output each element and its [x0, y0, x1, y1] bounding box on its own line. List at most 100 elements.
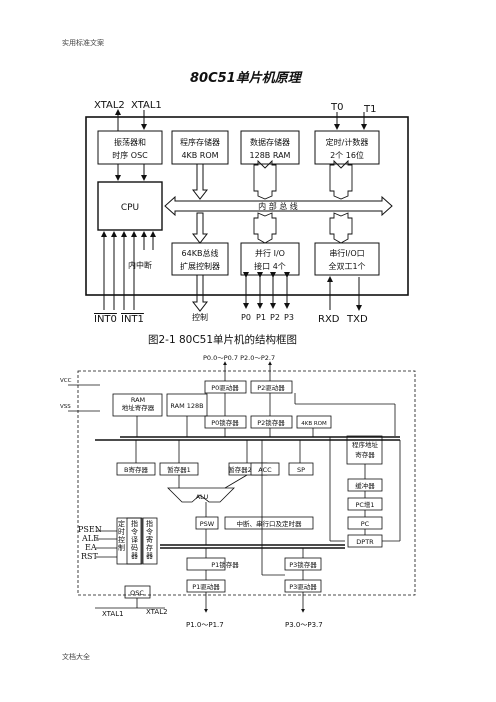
- int1-pin: INT1: [121, 314, 144, 325]
- acc-label: ACC: [258, 466, 272, 474]
- expansion-label-1: 64KB总线: [182, 248, 219, 258]
- p0-driver: [204, 380, 247, 394]
- ram-address-register: [112, 393, 163, 417]
- pio-label-1: 并行 I/O: [255, 248, 285, 258]
- psw-register: [195, 516, 219, 530]
- instruction-register-label: 指令寄存器: [146, 520, 153, 560]
- temp2-label: 暂存器2: [228, 465, 252, 474]
- p2-latch: [250, 415, 293, 429]
- p2-driver: [250, 380, 293, 394]
- pc-inc-label: PC增1: [355, 500, 374, 509]
- p0-latch: [204, 415, 247, 429]
- int0-pin: INT0: [94, 314, 117, 325]
- ram-label-1: RAM: [131, 396, 145, 404]
- p1-driver-label: P1驱动器: [192, 583, 220, 591]
- p0-label: P0: [241, 313, 251, 322]
- page-footer: 文档大全: [62, 653, 90, 661]
- instruction-register: [142, 517, 158, 565]
- prog-to-bus-arrow: [191, 163, 209, 200]
- pio-label-2: 接口 4个: [254, 261, 286, 271]
- rom-4kb: [296, 415, 332, 429]
- osc-label-2: 时序 OSC: [112, 150, 148, 160]
- ram-label-2: 地址寄存器: [122, 403, 155, 412]
- rxd-pin: RXD: [318, 314, 340, 325]
- chip-outline-dashed: [77, 370, 416, 596]
- data-mem-label-2: 128B RAM: [250, 151, 291, 160]
- serial-label-1: 串行I/O口: [329, 248, 364, 258]
- rst-pin: RST: [81, 552, 99, 561]
- oscillator-block: [97, 130, 163, 165]
- cpu-label: CPU: [121, 203, 139, 213]
- p1-label: P1: [256, 313, 266, 322]
- ea-pin: EA: [85, 543, 97, 552]
- osc-label: OSC: [130, 589, 144, 597]
- psen-pin: PSEN: [78, 525, 102, 534]
- alu-label: ALU: [196, 493, 209, 501]
- pc-address-label-1: 程序地址: [352, 440, 379, 449]
- figure-caption: 图2-1 80C51单片机的结构框图: [148, 334, 298, 346]
- dptr-label: DPTR: [356, 538, 374, 546]
- pc-address-label-2: 寄存器: [355, 450, 375, 459]
- vcc-label: VCC: [60, 378, 72, 384]
- bus-label: 内 部 总 线: [258, 201, 298, 211]
- page-title: 80C51单片机原理: [190, 71, 301, 86]
- p2-latch-label: P2锁存器: [257, 418, 285, 427]
- p3-latch-label: P3锁存器: [289, 560, 317, 569]
- internal-structure-diagram: P0.0～P0.7 P2.0～P2.7: [60, 354, 416, 629]
- alu: [167, 487, 235, 503]
- instruction-decoder-label: 指令译码器: [131, 520, 138, 560]
- vss-label: VSS: [60, 404, 71, 410]
- oscillator: [124, 585, 151, 599]
- p2-driver-label: P2驱动器: [257, 384, 285, 392]
- txd-pin: TXD: [346, 314, 368, 325]
- rom-label: 4KB ROM: [301, 421, 327, 427]
- program-address-register: [346, 435, 383, 465]
- p1-latch-label: P1锁存器: [211, 560, 239, 569]
- bus-serial-arrow: [329, 212, 353, 244]
- p2-label: P2: [270, 313, 280, 322]
- b-register-label: B寄存器: [124, 465, 148, 474]
- ale-pin: ALE: [81, 534, 99, 543]
- control-label: 控制: [192, 312, 208, 322]
- timer-label-1: 定时/计数器: [326, 137, 369, 147]
- expansion-label-2: 扩展控制器: [180, 261, 220, 271]
- interrupt-label: 内中断: [128, 260, 152, 270]
- serial-io-block: [314, 242, 380, 276]
- p3-driver-label: P3驱动器: [289, 583, 317, 591]
- osc-label-1: 振荡器和: [114, 137, 146, 147]
- internal-bus: [164, 195, 393, 217]
- data-memory-block: [240, 130, 300, 165]
- p3-range: P3.0～P3.7: [285, 621, 323, 629]
- t1-pin: T1: [363, 104, 376, 115]
- port-top-range: P0.0～P0.7 P2.0～P2.7: [203, 354, 275, 362]
- control-output-arrow: [191, 274, 209, 312]
- p0-latch-label: P0锁存器: [211, 418, 239, 427]
- data-mem-label-1: 数据存储器: [250, 137, 290, 147]
- p0-driver-label: P0驱动器: [211, 384, 239, 392]
- p1-range: P1.0～P1.7: [186, 621, 224, 629]
- xtal2-pin: XTAL2: [94, 100, 125, 111]
- prog-mem-label-2: 4KB ROM: [181, 151, 218, 160]
- interrupt-timer-label: 中断、串行口及定时器: [237, 519, 303, 528]
- temp1-label: 暂存器1: [167, 465, 191, 474]
- pc-label: PC: [361, 520, 370, 528]
- timer-label-2: 2个 16位: [330, 150, 364, 160]
- bus-pio-arrow: [253, 212, 277, 244]
- xtal1-pin: XTAL1: [131, 100, 162, 111]
- sp-register: [288, 462, 314, 476]
- xtal1-label: XTAL1: [102, 610, 124, 618]
- prog-mem-label-1: 程序存储器: [180, 137, 220, 147]
- serial-label-2: 全双工1个: [328, 261, 365, 271]
- acc-register: [250, 462, 280, 476]
- interrupt-timer-block: [224, 516, 314, 530]
- page-header: 实用标准文案: [62, 39, 104, 47]
- bus-to-expansion-arrow: [191, 212, 209, 244]
- timing-control-label: 定时控制: [118, 520, 125, 552]
- buffer-label: 缓冲器: [355, 481, 375, 490]
- data-bus-arrow: [253, 159, 277, 200]
- psw-label: PSW: [200, 520, 215, 528]
- sp-label: SP: [297, 466, 305, 474]
- timer-bus-arrow: [329, 159, 353, 200]
- ram128-label: RAM 128B: [170, 402, 203, 410]
- instruction-decoder: [126, 517, 143, 565]
